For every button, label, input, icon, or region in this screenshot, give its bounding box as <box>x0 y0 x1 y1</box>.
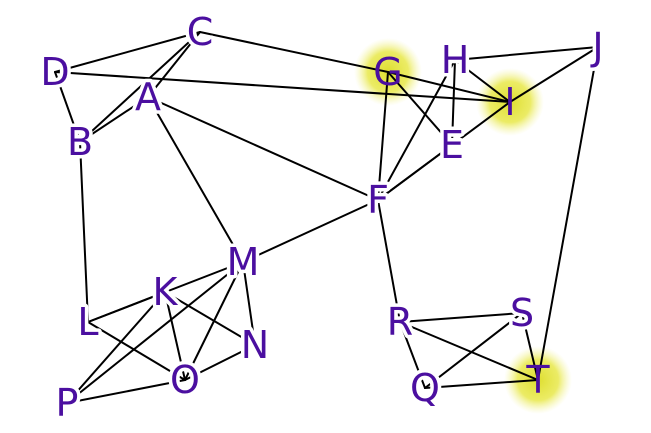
node-o: O <box>170 358 200 402</box>
edge-r-q <box>399 321 426 389</box>
edge-l-o <box>87 321 186 381</box>
graph-edges <box>54 31 599 404</box>
edge-s-t <box>521 312 539 381</box>
edge-j-t <box>537 46 599 381</box>
edge-f-r <box>377 199 401 323</box>
node-c: C <box>187 10 214 54</box>
edge-g-f <box>377 71 389 201</box>
node-n: N <box>241 323 269 367</box>
edge-i-j <box>509 46 599 103</box>
edge-q-t <box>424 379 539 389</box>
edge-g-e <box>387 71 453 146</box>
edge-h-i <box>454 59 511 103</box>
edge-a-f <box>147 96 379 201</box>
edge-g-i <box>387 71 511 103</box>
node-h: H <box>441 38 470 82</box>
node-j: J <box>590 25 603 69</box>
node-a: A <box>135 75 161 119</box>
node-e: E <box>440 123 464 167</box>
node-q: Q <box>410 366 440 410</box>
node-d: D <box>40 50 69 94</box>
edge-h-f <box>377 59 456 201</box>
edge-b-a <box>79 96 149 143</box>
edge-p-o <box>66 379 186 404</box>
edge-d-c <box>54 31 201 73</box>
node-p: P <box>56 381 79 425</box>
node-g: G <box>373 50 402 94</box>
edge-c-g <box>199 31 389 73</box>
edge-h-j <box>454 46 599 61</box>
edge-k-o <box>164 291 186 381</box>
edge-b-l <box>79 141 89 323</box>
edge-b-c <box>79 31 201 143</box>
edge-e-f <box>377 144 453 201</box>
edge-o-n <box>184 344 256 381</box>
edge-k-p <box>66 291 166 404</box>
edge-a-m <box>147 96 244 263</box>
node-r: R <box>387 300 413 344</box>
node-t: T <box>525 358 550 402</box>
edge-m-n <box>242 261 256 346</box>
edge-d-b <box>54 71 81 143</box>
node-s: S <box>510 291 534 335</box>
edge-r-s <box>399 312 523 323</box>
edge-k-l <box>87 291 166 323</box>
node-m: M <box>227 240 260 284</box>
node-k: K <box>153 270 179 314</box>
node-l: L <box>77 300 98 344</box>
edge-a-c <box>147 31 201 98</box>
edge-s-q <box>424 312 523 389</box>
node-i: I <box>504 80 515 124</box>
edge-k-n <box>164 291 256 346</box>
edge-h-e <box>451 59 456 146</box>
node-f: F <box>367 178 389 222</box>
edge-r-t <box>399 321 539 381</box>
edge-f-m <box>242 199 379 263</box>
node-b: B <box>67 120 93 164</box>
edge-m-p <box>66 261 244 404</box>
